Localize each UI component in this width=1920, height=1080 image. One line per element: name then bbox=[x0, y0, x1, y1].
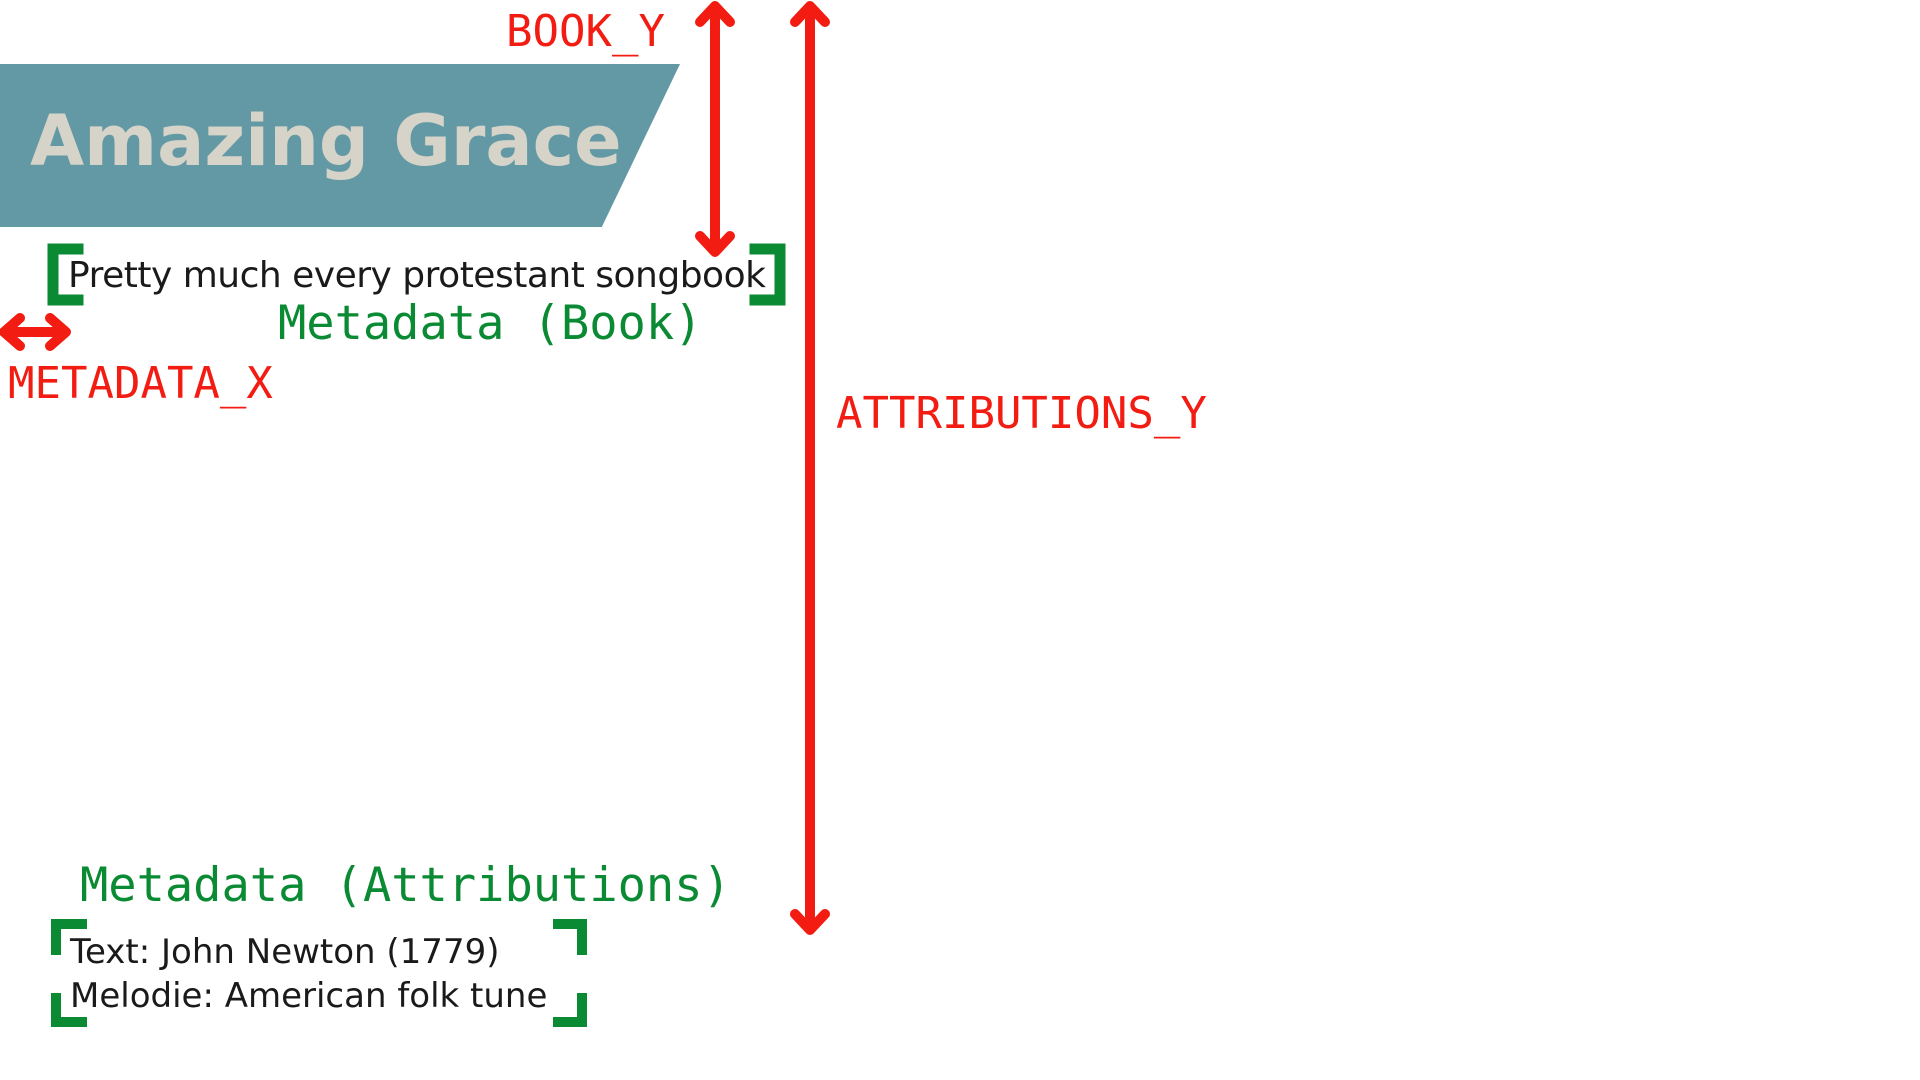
attributions-y-label: ATTRIBUTIONS_Y bbox=[836, 388, 1207, 439]
book-metadata-text: Pretty much every protestant songbook bbox=[68, 255, 766, 296]
metadata-x-arrow bbox=[0, 313, 71, 351]
book-y-arrow bbox=[695, 1, 735, 257]
title-banner bbox=[0, 64, 680, 227]
attribution-melody-line: Melodie: American folk tune bbox=[70, 976, 548, 1016]
attributions-y-arrow bbox=[790, 1, 830, 935]
metadata-attributions-label: Metadata (Attributions) bbox=[80, 858, 731, 913]
attribution-text-line: Text: John Newton (1779) bbox=[70, 932, 500, 972]
book-y-label: BOOK_Y bbox=[506, 6, 665, 57]
metadata-x-label: METADATA_X bbox=[8, 358, 273, 409]
metadata-book-label: Metadata (Book) bbox=[278, 296, 703, 351]
slide-title: Amazing Grace bbox=[30, 100, 622, 182]
